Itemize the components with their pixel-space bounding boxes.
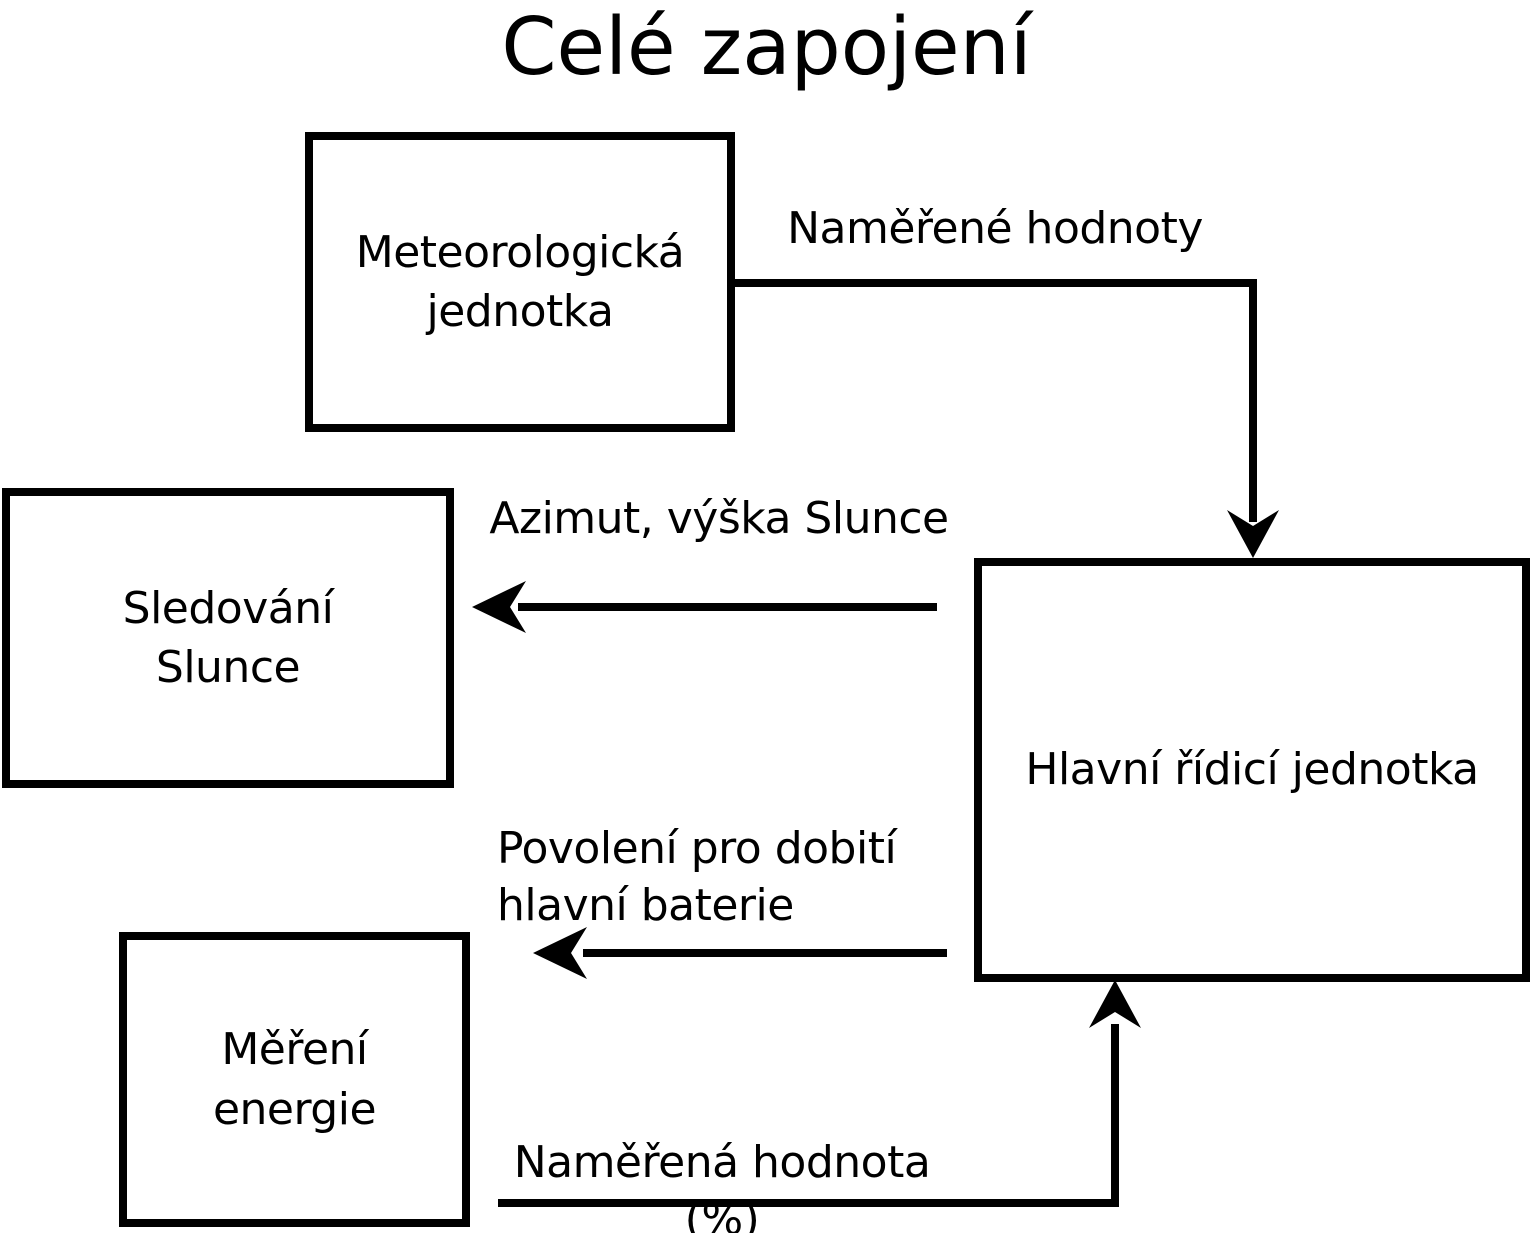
edge-label-charge-permission: Povolení pro dobití hlavní baterie: [497, 823, 897, 932]
box-energy-measurement-label: Měření energie: [212, 1024, 377, 1135]
edge-main-charge-permission-arrowhead: [533, 927, 587, 979]
box-sun-tracking-label: Sledování Slunce: [122, 582, 334, 693]
box-main-control-unit-label: Hlavní řídicí jednotka: [1025, 744, 1479, 796]
edge-energy-to-main-arrowhead: [1089, 980, 1141, 1028]
box-meteorological-unit: Meteorologická jednotka: [305, 132, 735, 432]
box-meteorological-unit-label: Meteorologická jednotka: [355, 226, 685, 337]
edge-energy-to-main-line: [498, 1024, 1119, 1207]
edge-label-measured-percentage: Naměřená hodnota (%): [513, 1137, 931, 1233]
box-energy-measurement: Měření energie: [119, 932, 470, 1227]
edge-label-measured-values: Naměřené hodnoty: [787, 203, 1203, 254]
page-title: Celé zapojení: [501, 1, 1032, 93]
edge-label-azimuth-sun-height: Azimut, výška Slunce: [489, 493, 949, 544]
edge-meteo-to-main-line: [735, 279, 1257, 522]
box-main-control-unit: Hlavní řídicí jednotka: [974, 558, 1530, 982]
edge-main-to-sun-arrowhead: [472, 581, 526, 633]
edge-meteo-to-main-arrowhead: [1227, 510, 1279, 558]
box-sun-tracking: Sledování Slunce: [2, 488, 454, 788]
